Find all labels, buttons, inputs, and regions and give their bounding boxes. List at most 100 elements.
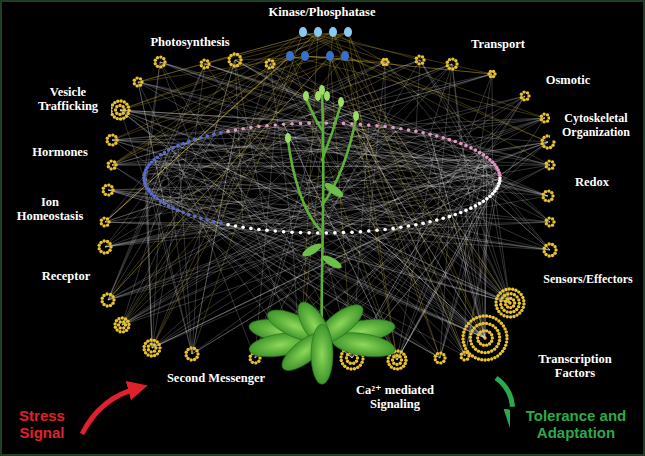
plant-stem [322, 104, 341, 160]
gene-dot [153, 339, 156, 342]
gene-dot [150, 354, 153, 357]
gene-dot [542, 112, 545, 115]
gene-dot [125, 102, 128, 105]
gene-dot [494, 304, 497, 307]
kinase-line [348, 32, 465, 356]
hub-dot [199, 136, 203, 140]
hub-dot [485, 155, 489, 159]
gene-dot [547, 167, 550, 170]
gene-dot [154, 62, 157, 65]
gene-dot [462, 331, 465, 334]
kinase-line [345, 56, 548, 142]
gene-dot [109, 304, 112, 307]
hub-dot [265, 229, 269, 233]
hub-dot [414, 223, 418, 227]
category-label: Redox [573, 175, 611, 189]
gene-dot [112, 298, 115, 301]
gene-dot [455, 62, 458, 65]
gene-dot [483, 358, 486, 361]
gene-dot [505, 337, 508, 340]
gene-dot [478, 315, 481, 318]
kinase-line [333, 32, 485, 338]
gene-dot [111, 133, 114, 136]
kinase-dot [314, 27, 322, 37]
gene-dot [503, 327, 506, 330]
gene-dot [551, 254, 554, 257]
hub-dot [159, 199, 163, 203]
category-label: Transcription Factors [527, 352, 623, 381]
gene-dot [249, 358, 252, 361]
hub-dot [459, 142, 463, 146]
gene-dot [474, 348, 477, 351]
hub-dot [482, 199, 486, 203]
hub-dot [421, 221, 425, 225]
hub-dot [441, 216, 445, 220]
gene-dot [490, 357, 493, 360]
gene-dot [436, 361, 439, 364]
gene-dot [446, 61, 449, 64]
kinase-dot [329, 27, 337, 37]
gene-dot [122, 116, 125, 119]
hub-dot [474, 148, 478, 152]
gene-dot [546, 119, 549, 122]
gene-dot [542, 136, 545, 139]
gene-dot [543, 250, 546, 253]
network-line [152, 218, 443, 348]
gene-dot [487, 358, 490, 361]
gene-dot [439, 351, 442, 354]
gene-dot [140, 80, 143, 83]
gene-dot [515, 313, 518, 316]
gene-dot [463, 344, 466, 347]
hub-dot [171, 206, 175, 210]
network-line [466, 118, 545, 146]
gene-dot [501, 350, 504, 353]
gene-dot [100, 222, 103, 225]
hub-dot [265, 124, 269, 128]
gene-dot [515, 308, 518, 311]
gene-dot [491, 316, 494, 319]
gene-dot [504, 288, 507, 291]
gene-dot [113, 322, 116, 325]
gene-dot [127, 109, 130, 112]
kinase-line [105, 56, 290, 222]
gene-dot [135, 76, 138, 79]
network-line [423, 133, 510, 303]
gene-dot [142, 345, 145, 348]
hub-dot [342, 122, 346, 126]
gene-dot [388, 363, 391, 366]
kinase-line [345, 56, 510, 303]
gene-dot [504, 330, 507, 333]
gene-dot [133, 79, 136, 82]
gene-dot [482, 329, 485, 332]
gene-dot [356, 356, 359, 359]
gene-dot [506, 315, 509, 318]
gene-dot [113, 101, 116, 104]
gene-dot [505, 310, 508, 313]
gene-dot [116, 117, 119, 120]
gene-dot [487, 351, 490, 354]
gene-dot [544, 244, 547, 247]
gene-dot [108, 134, 111, 137]
gene-dot [106, 137, 109, 140]
hub-dot [205, 134, 209, 138]
network-line [343, 123, 510, 303]
hub-dot [350, 230, 354, 234]
hub-dot [448, 215, 452, 219]
gene-dot [490, 333, 493, 336]
kinase-line [330, 56, 510, 303]
hub-dot [219, 221, 223, 225]
hub-dot [485, 197, 489, 201]
gene-dot [480, 351, 483, 354]
gene-dot [553, 245, 556, 248]
gene-dot [251, 361, 254, 364]
gene-dot [442, 353, 445, 356]
gene-dot [206, 59, 209, 62]
gene-dot [485, 329, 488, 332]
gene-dot [232, 52, 235, 55]
gene-dot [189, 358, 192, 361]
gene-dot [472, 345, 475, 348]
gene-dot [552, 220, 555, 223]
gene-dot [115, 328, 118, 331]
gene-dot [551, 223, 554, 226]
plant-illustration [247, 85, 397, 384]
